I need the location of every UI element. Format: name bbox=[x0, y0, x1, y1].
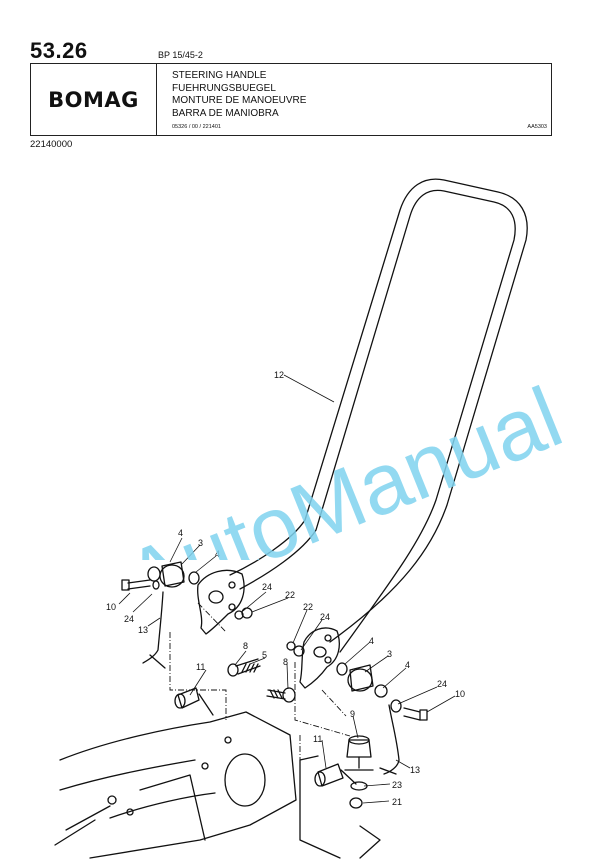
callout-4: 4 bbox=[405, 660, 410, 670]
logo-cell: BOMAG bbox=[31, 64, 157, 135]
callout-13: 13 bbox=[410, 765, 420, 775]
right-mount-plate bbox=[299, 627, 340, 689]
model-designation: BP 15/45-2 bbox=[158, 50, 203, 60]
bomag-logo: BOMAG bbox=[48, 87, 139, 112]
document-codes: 05326 / 00 / 221401 bbox=[172, 124, 221, 130]
left-mount-plate bbox=[197, 569, 245, 635]
callout-24: 24 bbox=[262, 582, 272, 592]
callout-24: 24 bbox=[437, 679, 447, 689]
title-block: STEERING HANDLE FUEHRUNGSBUEGEL MONTURE … bbox=[172, 70, 306, 120]
title-english: STEERING HANDLE bbox=[172, 70, 267, 81]
title-spanish: BARRA DE MANIOBRA bbox=[172, 107, 279, 119]
callout-10: 10 bbox=[106, 602, 116, 612]
assembly-part-number: 22140000 bbox=[30, 139, 73, 150]
title-french: MONTURE DE MANOEUVRE bbox=[172, 95, 307, 106]
reference-code: AA5303 bbox=[527, 124, 547, 130]
callout-4: 4 bbox=[178, 528, 183, 538]
callout-9: 9 bbox=[350, 709, 355, 719]
header-box: BOMAG STEERING HANDLE FUEHRUNGSBUEGEL MO… bbox=[30, 63, 552, 136]
chassis-frame bbox=[59, 711, 297, 859]
handle-tube-outer bbox=[229, 178, 528, 643]
callout-4: 4 bbox=[369, 636, 374, 646]
callout-3: 3 bbox=[198, 538, 203, 548]
callout-24: 24 bbox=[320, 612, 330, 622]
title-german: FUEHRUNGSBUEGEL bbox=[172, 82, 276, 94]
callout-10: 10 bbox=[455, 689, 465, 699]
callout-11: 11 bbox=[313, 734, 322, 744]
callout-22: 22 bbox=[303, 602, 313, 612]
callout-22: 22 bbox=[285, 590, 295, 600]
page-number: 53.26 bbox=[30, 38, 88, 63]
callout-12: 12 bbox=[274, 370, 284, 380]
callout-11: 11 bbox=[196, 662, 205, 672]
handle-tube-inner bbox=[239, 189, 516, 653]
callout-8: 8 bbox=[243, 641, 248, 651]
callout-8: 8 bbox=[283, 657, 288, 667]
callout-23: 23 bbox=[392, 780, 402, 790]
callout-5: 5 bbox=[262, 650, 267, 660]
callout-4: 4 bbox=[215, 549, 220, 559]
callout-21: 21 bbox=[392, 797, 402, 807]
callout-3: 3 bbox=[387, 649, 392, 659]
callout-13: 13 bbox=[138, 625, 148, 635]
callout-24: 24 bbox=[124, 614, 134, 624]
